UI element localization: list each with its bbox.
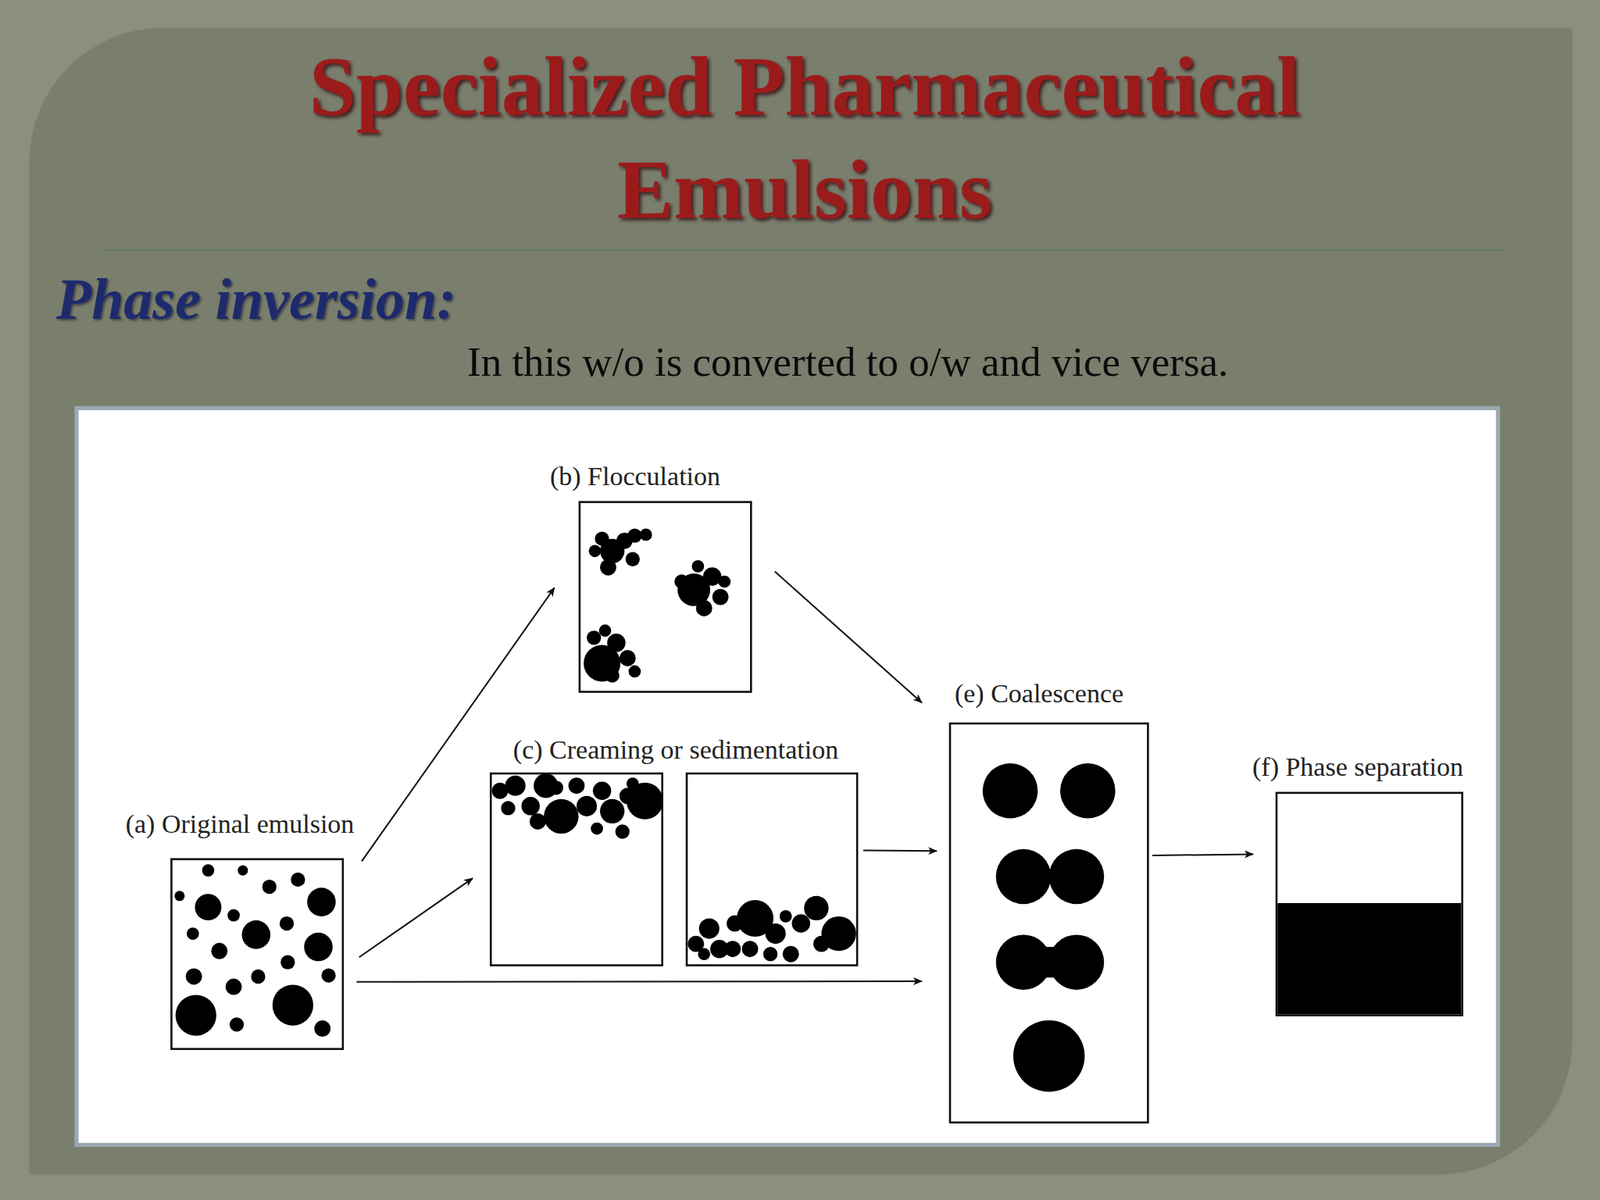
coalescing-droplets	[982, 763, 1116, 1093]
body-text: In this w/o is converted to o/w and vice…	[467, 337, 1229, 386]
title-rule	[102, 249, 1504, 251]
flocculated-droplets	[583, 528, 731, 683]
sedimented-droplets	[687, 896, 857, 963]
separated-phase	[1277, 903, 1461, 1015]
slide-title: Specialized Pharmaceutical Emulsions	[195, 35, 1415, 242]
original-droplets	[174, 864, 336, 1037]
process-arrow	[359, 878, 473, 958]
stage-heading: (e) Coalescence	[921, 678, 1157, 710]
stage-heading: (a) Original emulsion	[110, 808, 370, 840]
creamed-droplets	[492, 773, 664, 840]
stage-node: (e) Coalescence	[921, 675, 1153, 1125]
section-heading: Phase inversion:	[56, 264, 457, 335]
process-arrow	[775, 571, 922, 704]
stage-heading: (c) Creaming or sedimentation	[484, 734, 868, 766]
stage-node: (a) Original emulsion	[110, 804, 370, 1051]
process-arrow	[361, 587, 555, 861]
stage-heading: (b) Flocculation	[537, 460, 733, 493]
process-arrow	[1152, 853, 1254, 856]
process-arrow	[863, 850, 937, 853]
process-arrow	[356, 980, 922, 983]
stage-node: (b) Flocculation	[537, 460, 780, 692]
box-outlines	[171, 502, 1462, 1123]
stage-heading: (f) Phase separation	[1234, 751, 1482, 783]
figure-frame	[76, 407, 1498, 1145]
stage-node: (c) Creaming or sedimentation	[468, 734, 864, 967]
stage-node: (f) Phase separation	[1234, 750, 1485, 1018]
